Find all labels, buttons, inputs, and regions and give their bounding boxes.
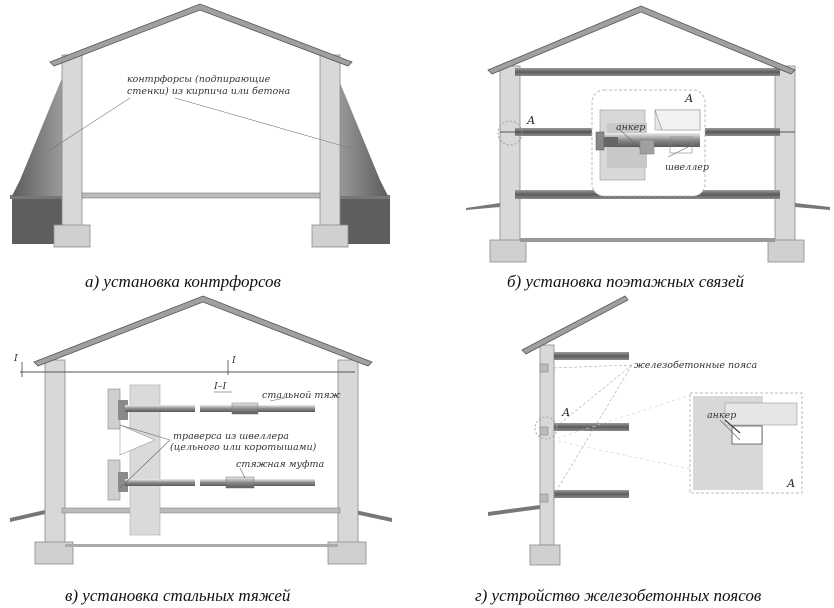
footing-left [489, 239, 527, 263]
basement-floor [520, 238, 775, 242]
footing-right [327, 541, 367, 565]
floor-beam-top [554, 352, 629, 360]
panel-a-buttresses: контрфорсы (подпирающие стенки) из кирпи… [10, 3, 390, 291]
caption-b: б) установка поэтажных связей [507, 272, 744, 291]
caption-a: а) установка контрфорсов [85, 272, 282, 291]
panel-g-concrete-belts: А железобетонные пояса анкер А г) устрой… [475, 295, 803, 605]
roof [49, 3, 353, 67]
buttress-label-line2: стенки) из кирпича или бетона [127, 86, 290, 97]
floor-beam-top [515, 68, 780, 76]
footing [529, 544, 561, 566]
ground-right [795, 203, 830, 210]
traverse-label-line2: (цельного или коротышами) [170, 442, 317, 453]
section-title: I–I [213, 381, 227, 392]
roof [521, 295, 629, 355]
caption-v: в) установка стальных тяжей [65, 586, 291, 605]
floor-beam-middle [554, 423, 629, 431]
wall-left [61, 54, 83, 241]
roof [487, 5, 796, 75]
roof [33, 295, 373, 367]
footing-right [311, 224, 349, 248]
ground-strip [10, 195, 65, 199]
buttress-left [12, 78, 62, 196]
footing-left [34, 541, 74, 565]
traverse-label-line1: траверса из швеллера [173, 431, 289, 442]
steel-rod-label: стальной тяж [262, 390, 341, 401]
belts-label: железобетонные пояса [634, 360, 757, 371]
ground-strip [340, 195, 390, 199]
coupling-label: стяжная муфта [236, 459, 324, 470]
buttress-label-line1: контрфорсы (подпирающие [127, 74, 271, 85]
wall-right [337, 359, 359, 544]
channel-label: швеллер [665, 162, 709, 173]
wall [539, 344, 555, 546]
wall-right [774, 65, 796, 249]
anchor-label: анкер [707, 410, 736, 421]
panel-v-steel-rods: I I I–I стальной тяж траверса из швеллер… [10, 295, 392, 605]
detail-callout-marker: А [684, 92, 693, 105]
footing-left [53, 224, 91, 248]
panel-b-floor-ties: А А анкер швеллер б) установка поэтажных… [466, 5, 830, 291]
detail-marker-a: А [526, 114, 535, 127]
detail-marker-a: А [561, 406, 570, 419]
wall-left [44, 359, 66, 544]
floor-slab [81, 192, 321, 199]
detail-callout-marker: А [786, 477, 795, 490]
wall-right [319, 54, 341, 241]
floor-slab [61, 507, 341, 514]
wall-left [499, 65, 521, 249]
buttress-right [338, 78, 388, 196]
anchor-label: анкер [616, 122, 645, 133]
footing-right [767, 239, 805, 263]
section-mark-right: I [231, 355, 236, 366]
caption-g: г) устройство железобетонных поясов [475, 586, 762, 605]
section-mark-left: I [13, 353, 18, 364]
ground-left [466, 203, 500, 210]
floor-beam-ground [554, 490, 629, 498]
